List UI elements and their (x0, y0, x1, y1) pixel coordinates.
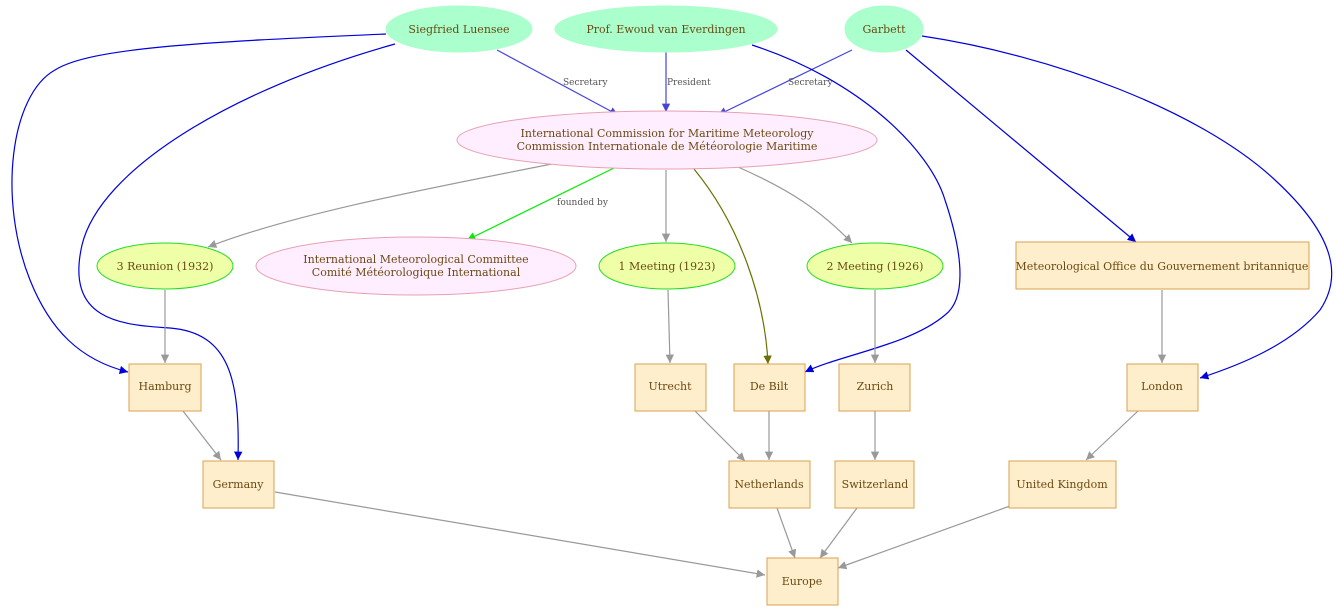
edge-hamburg-to-germany (182, 410, 222, 461)
node-label: Utrecht (648, 380, 692, 393)
edge-garbett-to-london (921, 35, 1333, 380)
edge-label-everdingen-president: President (667, 78, 711, 88)
node-label: Switzerland (842, 478, 909, 491)
edge-siegfried-to-germany (78, 43, 396, 461)
node-met-office[interactable]: Meteorological Office du Gouvernement br… (1015, 241, 1310, 290)
node-reunion-1932[interactable]: 3 Reunion (1932) (96, 242, 234, 290)
node-label: Hamburg (138, 380, 191, 393)
node-label: 3 Reunion (1932) (117, 260, 214, 273)
edge-icmm-to-imc (466, 167, 615, 241)
node-icmm[interactable]: International Commission for Maritime Me… (456, 110, 878, 170)
edge-label-siegfried-secretary: Secretary (563, 78, 608, 88)
node-label: 1 Meeting (1923) (619, 260, 716, 273)
edge-uk-to-europe (837, 505, 1011, 570)
edge-switzerland-to-europe (819, 507, 858, 559)
edge-london-to-uk (1085, 410, 1139, 461)
edge-siegfried-to-hamburg (11, 33, 387, 375)
node-netherlands[interactable]: Netherlands (728, 460, 811, 509)
edge-icmm-to-meeting1926 (737, 166, 853, 244)
node-label-line1: International Commission for Maritime Me… (521, 127, 815, 140)
edge-icmm-to-debilt (693, 168, 772, 365)
node-utrecht[interactable]: Utrecht (634, 363, 707, 412)
edge-netherlands-to-europe (776, 507, 797, 559)
node-label: De Bilt (750, 380, 789, 393)
node-label: Europe (782, 575, 823, 588)
node-siegfried-luensee[interactable]: Siegfried Luensee (385, 5, 533, 53)
node-hamburg[interactable]: Hamburg (128, 363, 202, 412)
node-london[interactable]: London (1126, 363, 1199, 412)
node-garbett[interactable]: Garbett (844, 5, 924, 53)
node-germany[interactable]: Germany (202, 460, 275, 509)
node-europe[interactable]: Europe (766, 557, 839, 606)
node-label: Meteorological Office du Gouvernement br… (1016, 260, 1309, 273)
node-label: 2 Meeting (1926) (827, 260, 924, 273)
edges: Secretary President Secretary founded by (11, 33, 1333, 578)
edge-germany-to-europe (274, 491, 766, 578)
node-meeting-1923[interactable]: 1 Meeting (1923) (598, 242, 736, 290)
edge-meeting1923-to-utrecht (665, 289, 674, 364)
node-meeting-1926[interactable]: 2 Meeting (1926) (806, 242, 944, 290)
node-switzerland[interactable]: Switzerland (834, 460, 915, 509)
edge-garbett-to-icmm (717, 49, 853, 116)
edge-icmm-to-reunion1932 (207, 163, 553, 248)
node-label: London (1141, 380, 1183, 393)
node-ewoud-van-everdingen[interactable]: Prof. Ewoud van Everdingen (554, 5, 778, 53)
edge-label-garbett-secretary: Secretary (788, 78, 833, 88)
nodes: Siegfried Luensee Prof. Ewoud van Everdi… (96, 5, 1310, 606)
node-label-line2: Comité Météorologique International (312, 266, 521, 279)
node-zurich[interactable]: Zurich (838, 363, 911, 412)
edge-label-founded-by: founded by (557, 198, 609, 208)
node-label: Siegfried Luensee (408, 23, 509, 36)
node-label: Netherlands (734, 478, 804, 491)
node-imc[interactable]: International Meteorological Committee C… (255, 236, 577, 296)
node-label: Germany (213, 478, 265, 491)
node-label: Zurich (857, 380, 894, 393)
node-de-bilt[interactable]: De Bilt (733, 363, 806, 412)
edge-everdingen-to-debilt (751, 44, 961, 373)
node-label: United Kingdom (1016, 478, 1108, 491)
node-label-line2: Commission Internationale de Météorologi… (517, 140, 818, 153)
edge-utrecht-to-netherlands (694, 410, 746, 462)
node-label: Garbett (863, 23, 907, 36)
edge-siegfried-to-icmm (496, 49, 619, 116)
node-united-kingdom[interactable]: United Kingdom (1008, 460, 1117, 509)
node-label: Prof. Ewoud van Everdingen (586, 23, 745, 36)
node-label-line1: International Meteorological Committee (303, 253, 528, 266)
edge-garbett-to-metoffice (905, 49, 1137, 243)
